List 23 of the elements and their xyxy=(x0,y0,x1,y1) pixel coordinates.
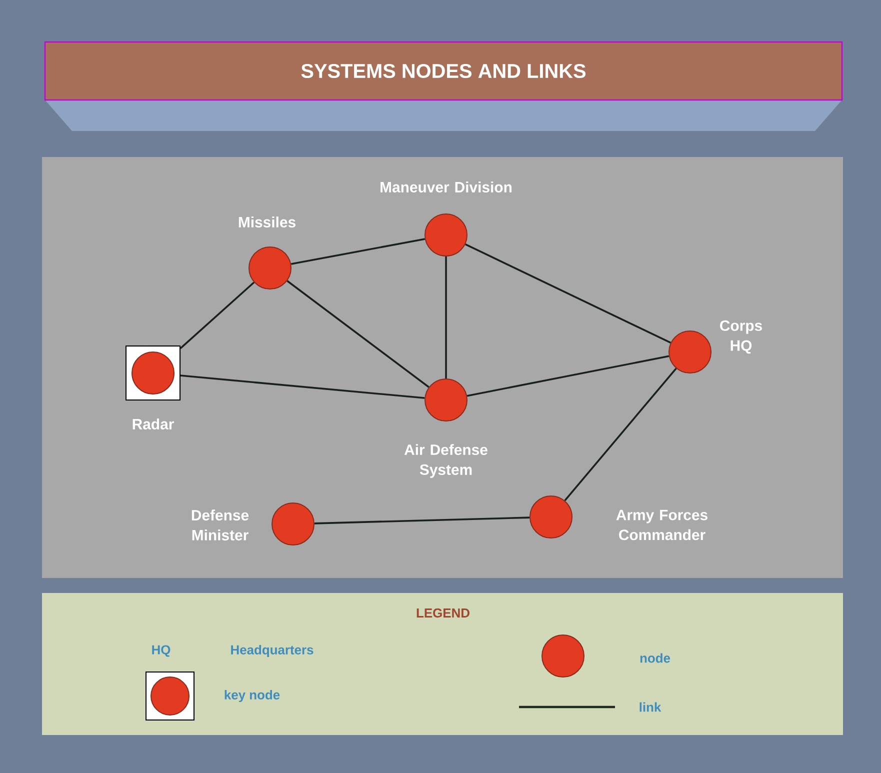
link-line xyxy=(286,280,430,388)
legend-text: HQ xyxy=(152,645,170,657)
link-line xyxy=(445,256,447,378)
link-line xyxy=(314,516,530,524)
link-line xyxy=(564,368,677,502)
legend-text: key node xyxy=(224,690,280,702)
node-label: Maneuver Division xyxy=(380,182,512,192)
link-line xyxy=(180,374,425,399)
node-label: Missiles xyxy=(238,216,296,228)
node-label: Army Forces Commander xyxy=(616,510,708,540)
title-bar: SYSTEMS NODES AND LINKS xyxy=(44,41,843,131)
node-label: Corps HQ xyxy=(720,320,762,354)
node-label: Radar xyxy=(132,418,174,430)
node-label: Defense Minister xyxy=(192,510,249,540)
legend-text: link xyxy=(640,702,662,712)
link-line xyxy=(290,238,426,265)
legend-text: node xyxy=(640,653,670,663)
link-line xyxy=(466,355,670,397)
legend-heading: LEGEND xyxy=(416,608,470,618)
link-line xyxy=(180,282,255,349)
legend-text: Headquarters xyxy=(231,644,314,658)
node-label: Air Defense System xyxy=(404,444,488,478)
link-line xyxy=(465,243,671,344)
